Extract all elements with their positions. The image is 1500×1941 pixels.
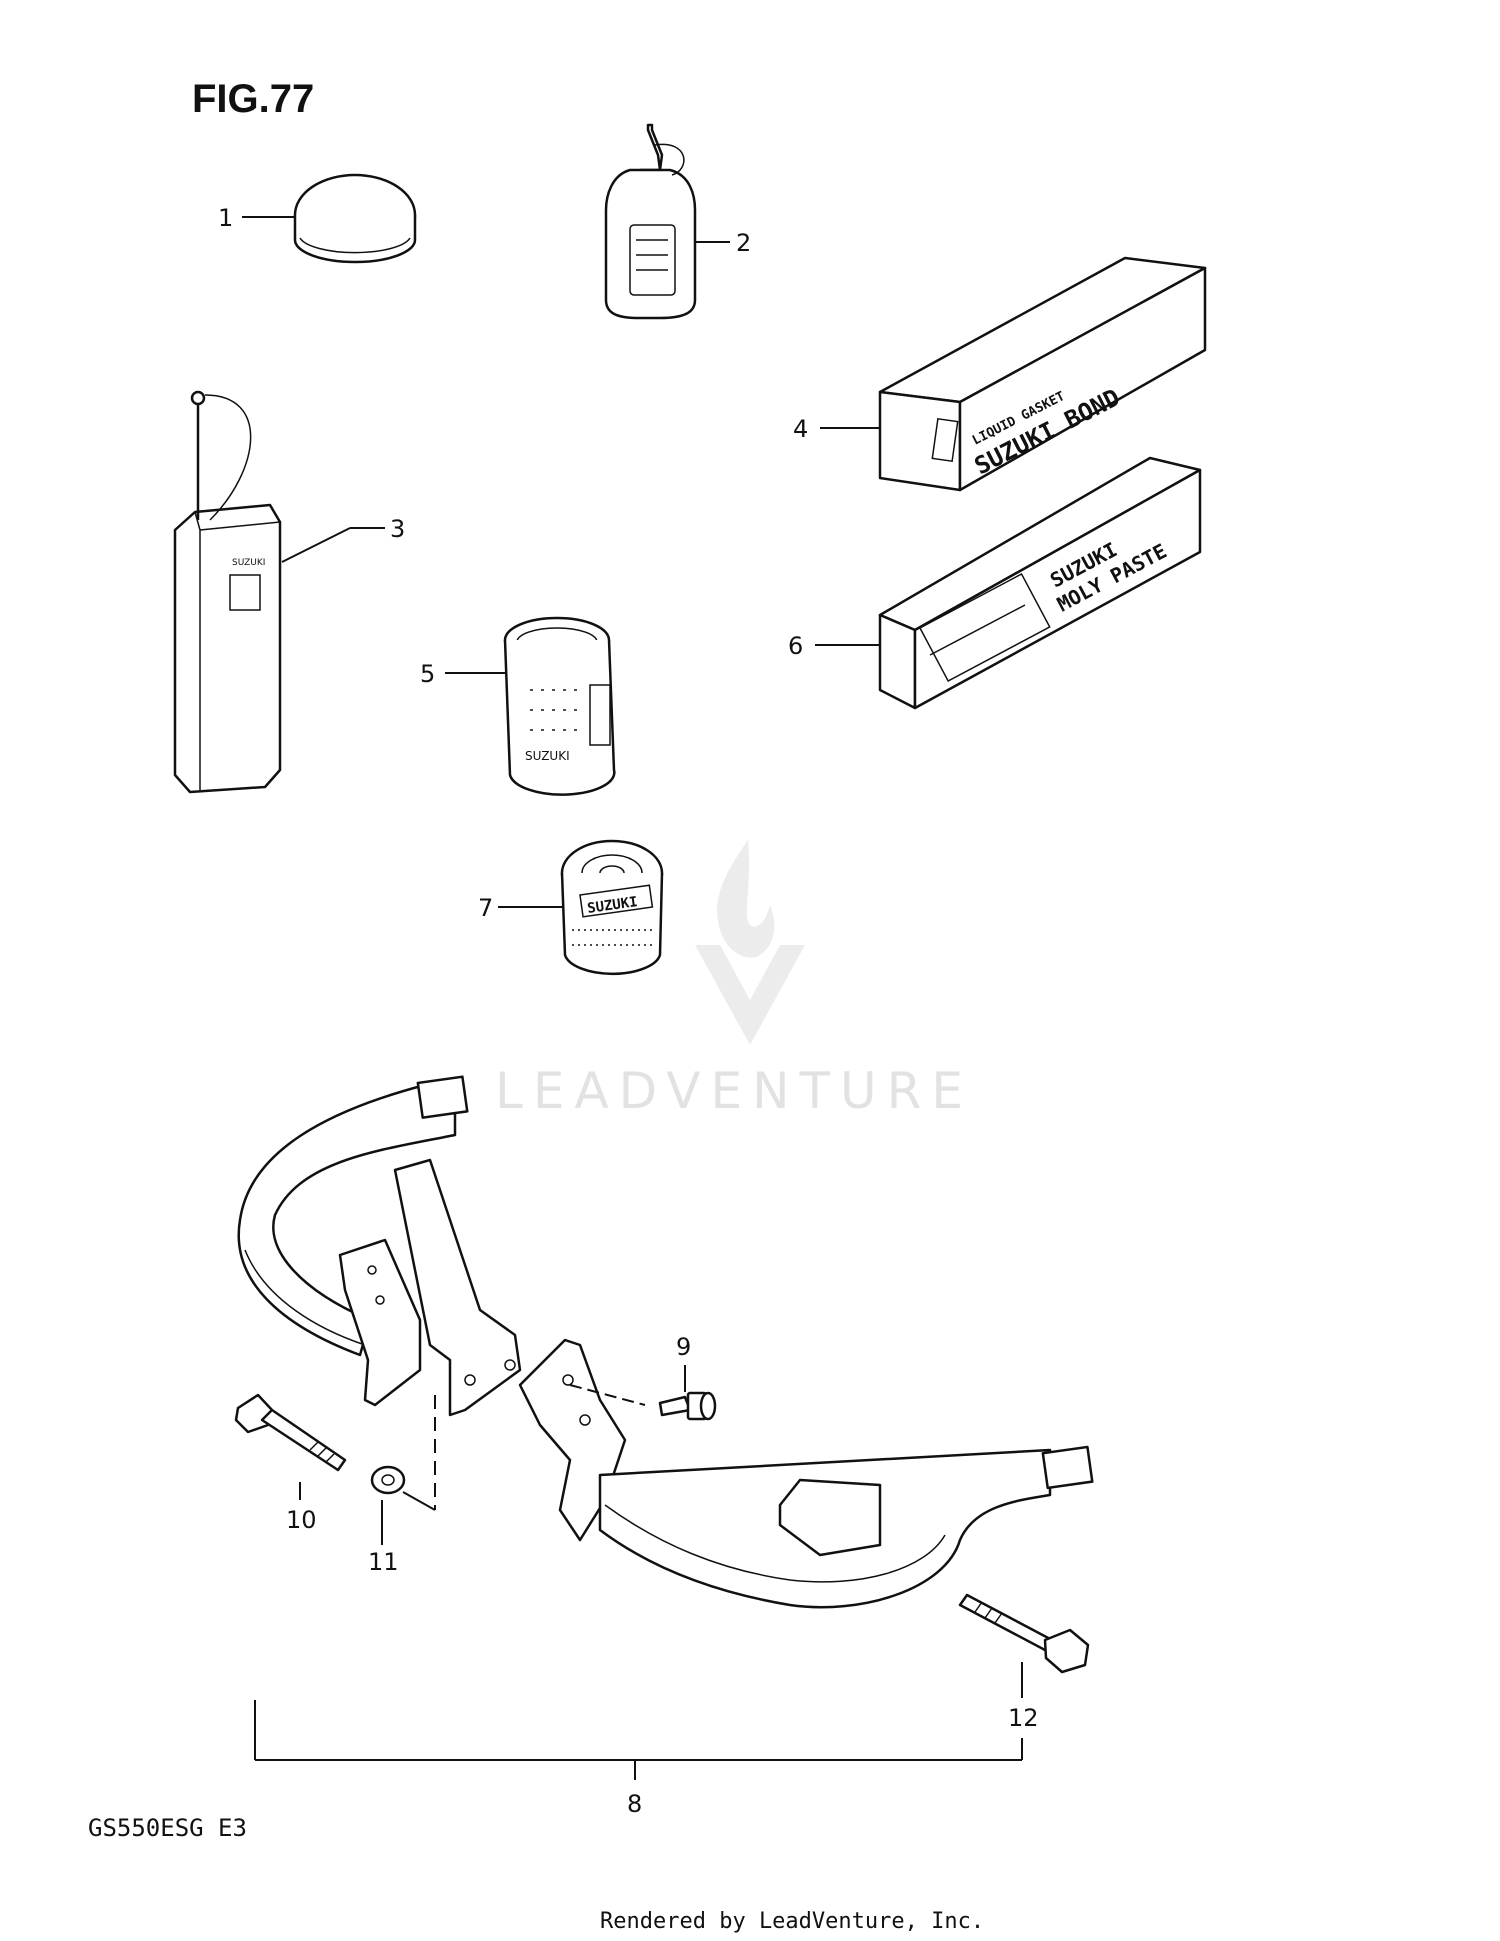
assembly-bracket <box>254 1700 1023 1780</box>
callout-3: 3 <box>390 515 405 543</box>
part-1-grease-jar[interactable] <box>293 173 417 264</box>
callout-6: 6 <box>788 632 803 660</box>
callout-2: 2 <box>736 229 751 257</box>
model-code: GS550ESG E3 <box>88 1814 247 1842</box>
part-12-bolt[interactable] <box>958 1593 1090 1674</box>
callout-12: 12 <box>1008 1704 1039 1732</box>
part-4-suzuki-bond[interactable]: LIQUID GASKET SUZUKI BOND <box>878 256 1207 492</box>
callout-5: 5 <box>420 660 435 688</box>
part-3-oil-can[interactable]: SUZUKI <box>173 390 282 794</box>
part-9-bolt[interactable] <box>658 1391 717 1421</box>
callout-9: 9 <box>676 1333 691 1361</box>
watermark-flame-icon <box>717 840 775 958</box>
svg-text:SUZUKI: SUZUKI <box>232 558 265 568</box>
part-8-engine-guard[interactable] <box>237 1075 1094 1609</box>
callout-7: 7 <box>478 894 493 922</box>
part-11-washer[interactable] <box>370 1465 406 1495</box>
part-2-oil-bottle[interactable] <box>604 123 697 320</box>
svg-text:SUZUKI: SUZUKI <box>525 749 570 763</box>
callout-10: 10 <box>286 1506 317 1534</box>
callout-8: 8 <box>627 1790 642 1818</box>
callout-1: 1 <box>218 204 233 232</box>
callout-4: 4 <box>793 415 808 443</box>
footer-credit: Rendered by LeadVenture, Inc. <box>600 1909 984 1934</box>
part-7-small-can[interactable]: SUZUKI <box>560 839 664 976</box>
small-can-label: SUZUKI <box>586 894 638 917</box>
watermark-v-icon <box>695 945 805 1045</box>
part-10-bolt[interactable] <box>234 1393 347 1472</box>
figure-title: FIG.77 <box>192 77 314 121</box>
part-5-grease-can[interactable]: SUZUKI <box>503 616 616 796</box>
part-6-moly-paste[interactable]: SUZUKI MOLY PASTE <box>878 456 1202 710</box>
watermark-text: LEADVENTURE <box>495 1062 973 1120</box>
callout-11: 11 <box>368 1548 399 1576</box>
watermark: LEADVENTURE <box>495 840 973 1120</box>
